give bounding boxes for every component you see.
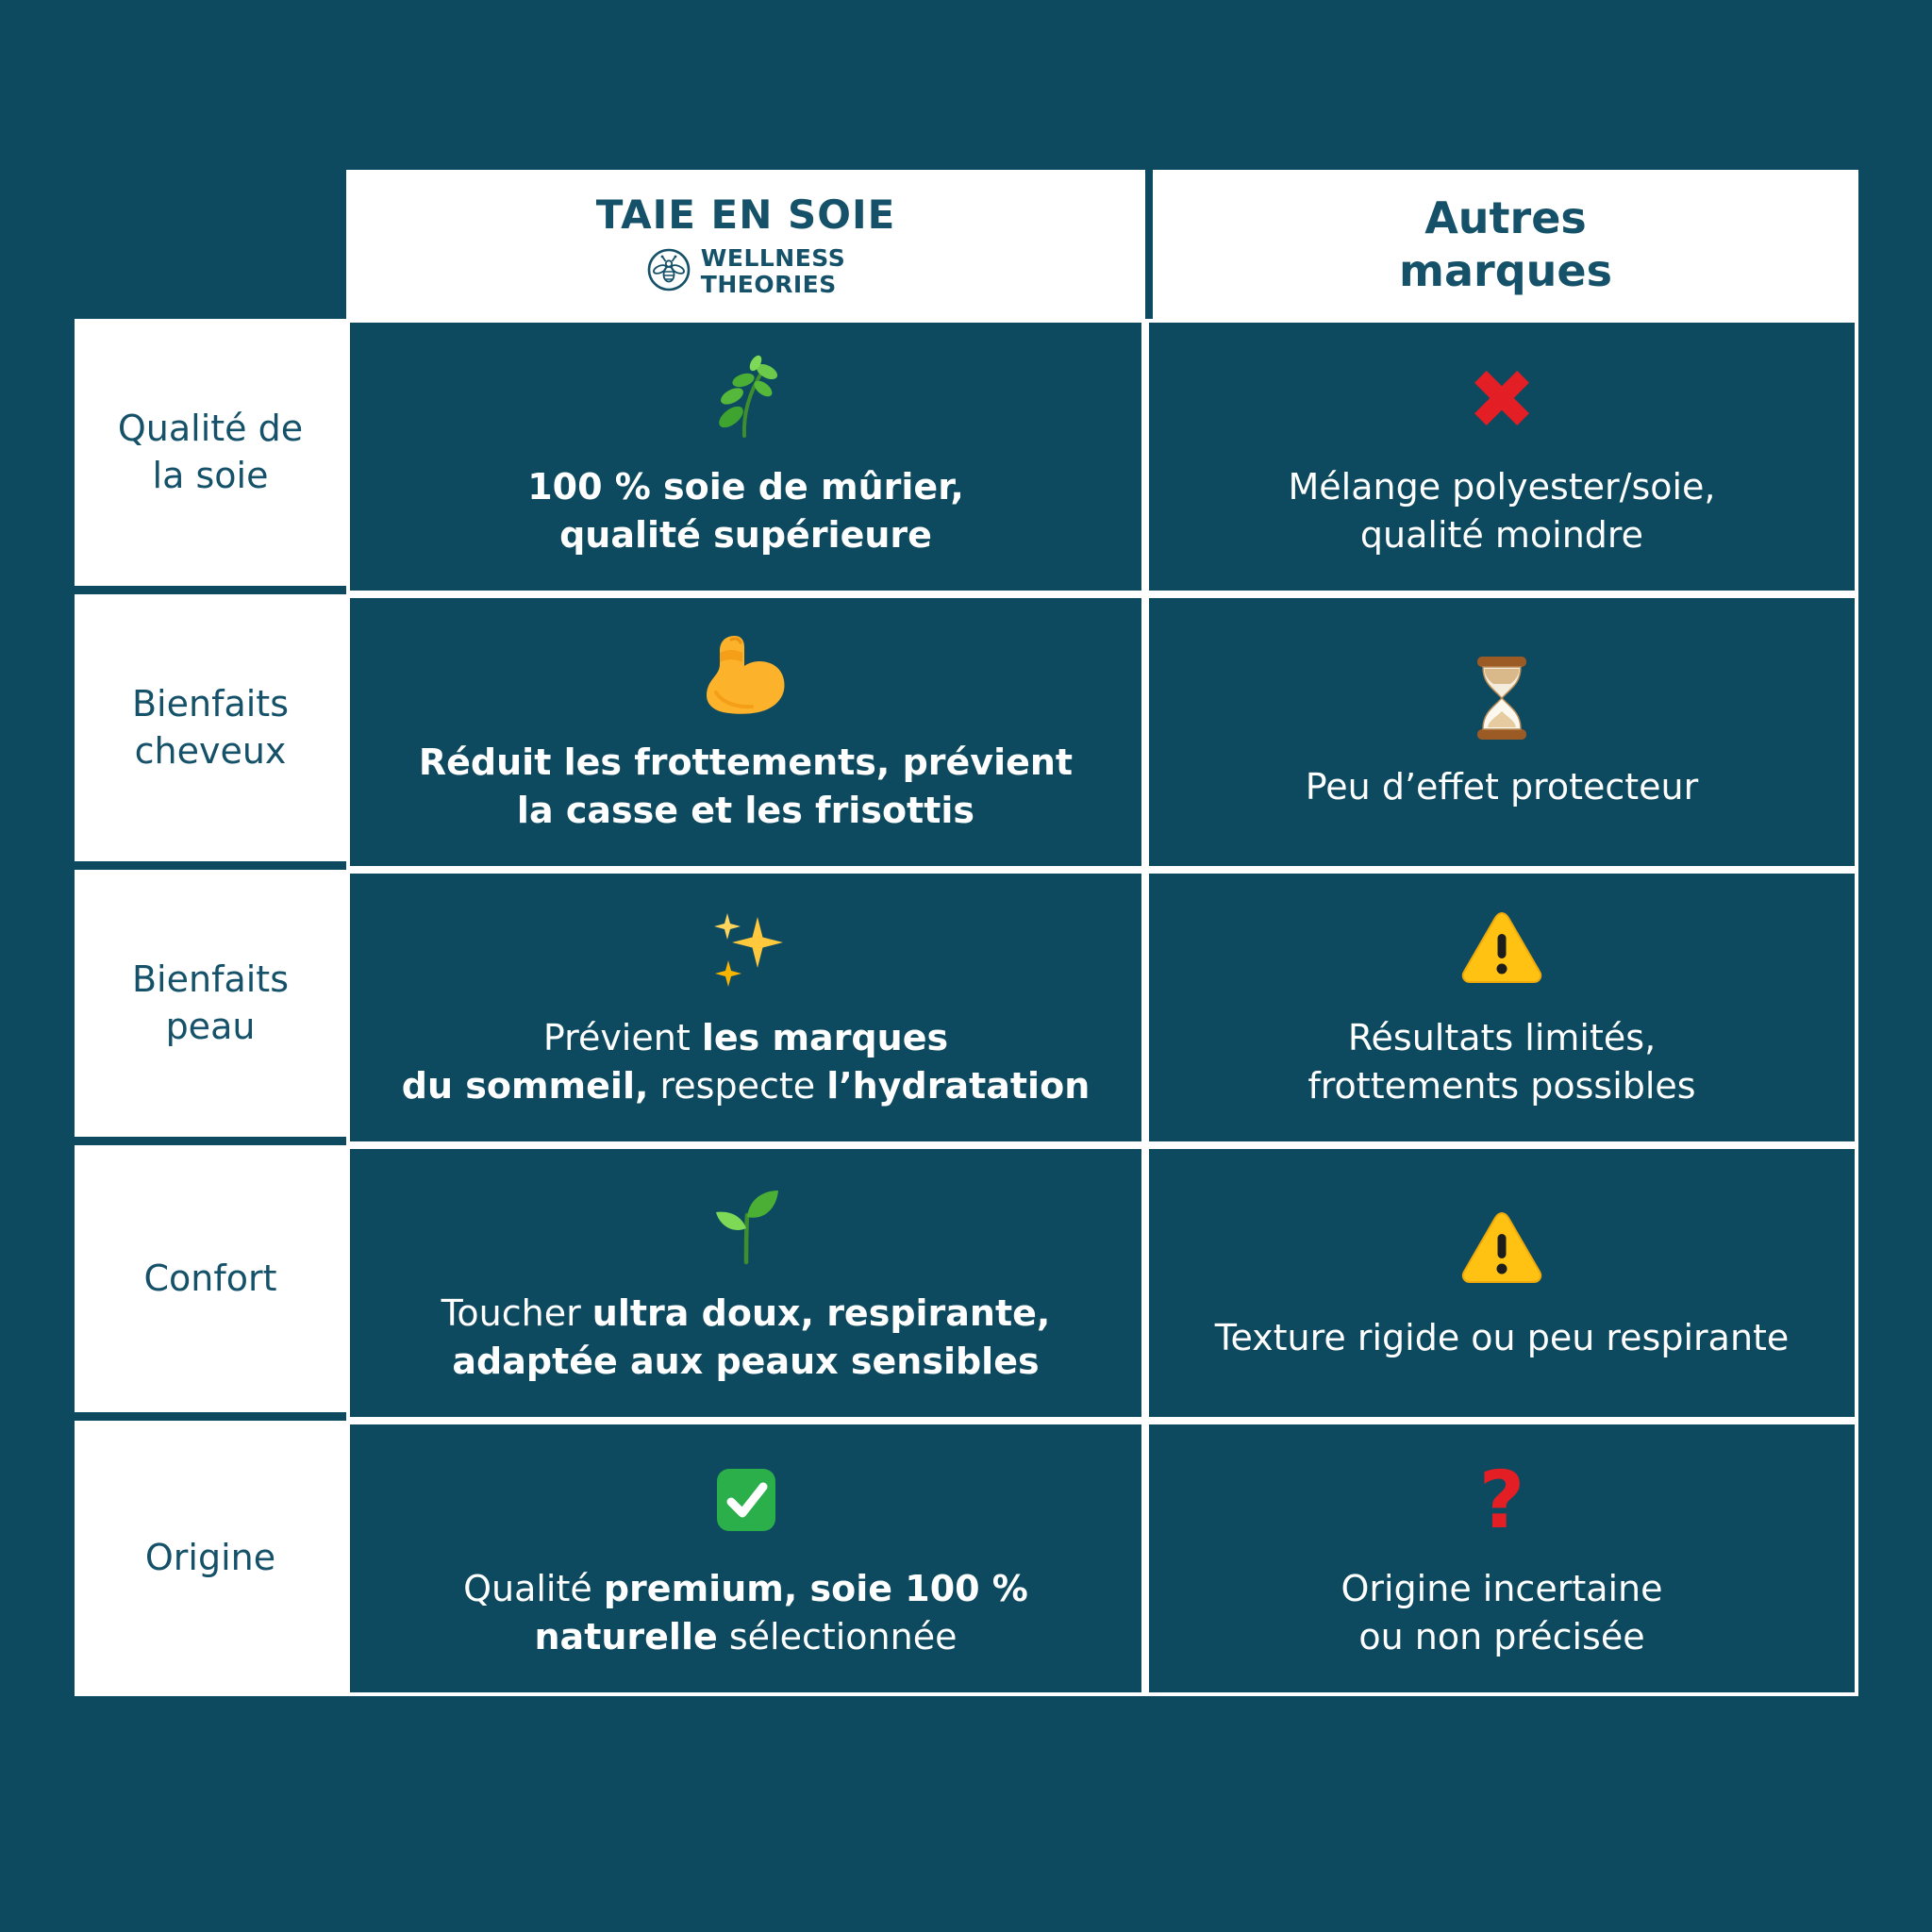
sparkles-icon	[703, 905, 790, 993]
table-corner-empty	[75, 170, 346, 319]
other-column-title: Autres marques	[1399, 192, 1612, 296]
cell-text: Peu d’effet protecteur	[1305, 765, 1699, 808]
hourglass-icon	[1472, 654, 1532, 742]
brand-logo-row: WELLNESS THEORIES	[646, 243, 846, 298]
comparison-table: TAIE EN SOIE WELLNESS THEORIES	[75, 170, 1858, 1696]
cell-text: Mélange polyester/soie,qualité moindre	[1288, 466, 1716, 556]
cell-text: Toucher ultra doux, respirante,adaptée a…	[441, 1292, 1051, 1382]
cell-other-skin-benefits: Résultats limités,frottements possibles	[1145, 870, 1858, 1145]
row-label-origin: Origine	[75, 1421, 346, 1696]
check-mark-icon	[703, 1456, 790, 1544]
row-label-comfort: Confort	[75, 1145, 346, 1421]
cross-mark-icon	[1464, 354, 1540, 442]
cell-text: Texture rigide ou peu respirante	[1214, 1316, 1790, 1358]
cell-brand-comfort: Toucher ultra doux, respirante,adaptée a…	[346, 1145, 1145, 1421]
cell-brand-silk-quality: 100 % soie de mûrier,qualité supérieure	[346, 319, 1145, 594]
red-question-icon: ?	[1478, 1454, 1525, 1547]
seedling-icon	[703, 1180, 790, 1269]
cell-other-hair-benefits: Peu d’effet protecteur	[1145, 594, 1858, 870]
cell-text: Qualité premium, soie 100 %naturelle sél…	[463, 1568, 1028, 1657]
header-brand-column: TAIE EN SOIE WELLNESS THEORIES	[346, 170, 1145, 319]
cell-other-comfort: Texture rigide ou peu respirante	[1145, 1145, 1858, 1421]
cell-text: Résultats limités,frottements possibles	[1307, 1017, 1696, 1107]
warning-icon	[1458, 905, 1545, 993]
cell-other-silk-quality: Mélange polyester/soie,qualité moindre	[1145, 319, 1858, 594]
cell-text: 100 % soie de mûrier,qualité supérieure	[527, 466, 964, 556]
header-other-column: Autres marques	[1145, 170, 1858, 319]
brand-wordmark-line1: WELLNESS	[700, 243, 846, 272]
bee-logo-icon	[646, 247, 691, 296]
brand-column-title: TAIE EN SOIE	[595, 191, 896, 238]
brand-wordmark: WELLNESS THEORIES	[700, 243, 846, 298]
herb-icon	[703, 354, 790, 442]
cell-brand-origin: Qualité premium, soie 100 %naturelle sél…	[346, 1421, 1145, 1696]
flexed-biceps-icon	[703, 629, 790, 718]
brand-wordmark-line2: THEORIES	[700, 270, 837, 298]
warning-icon	[1458, 1205, 1545, 1293]
